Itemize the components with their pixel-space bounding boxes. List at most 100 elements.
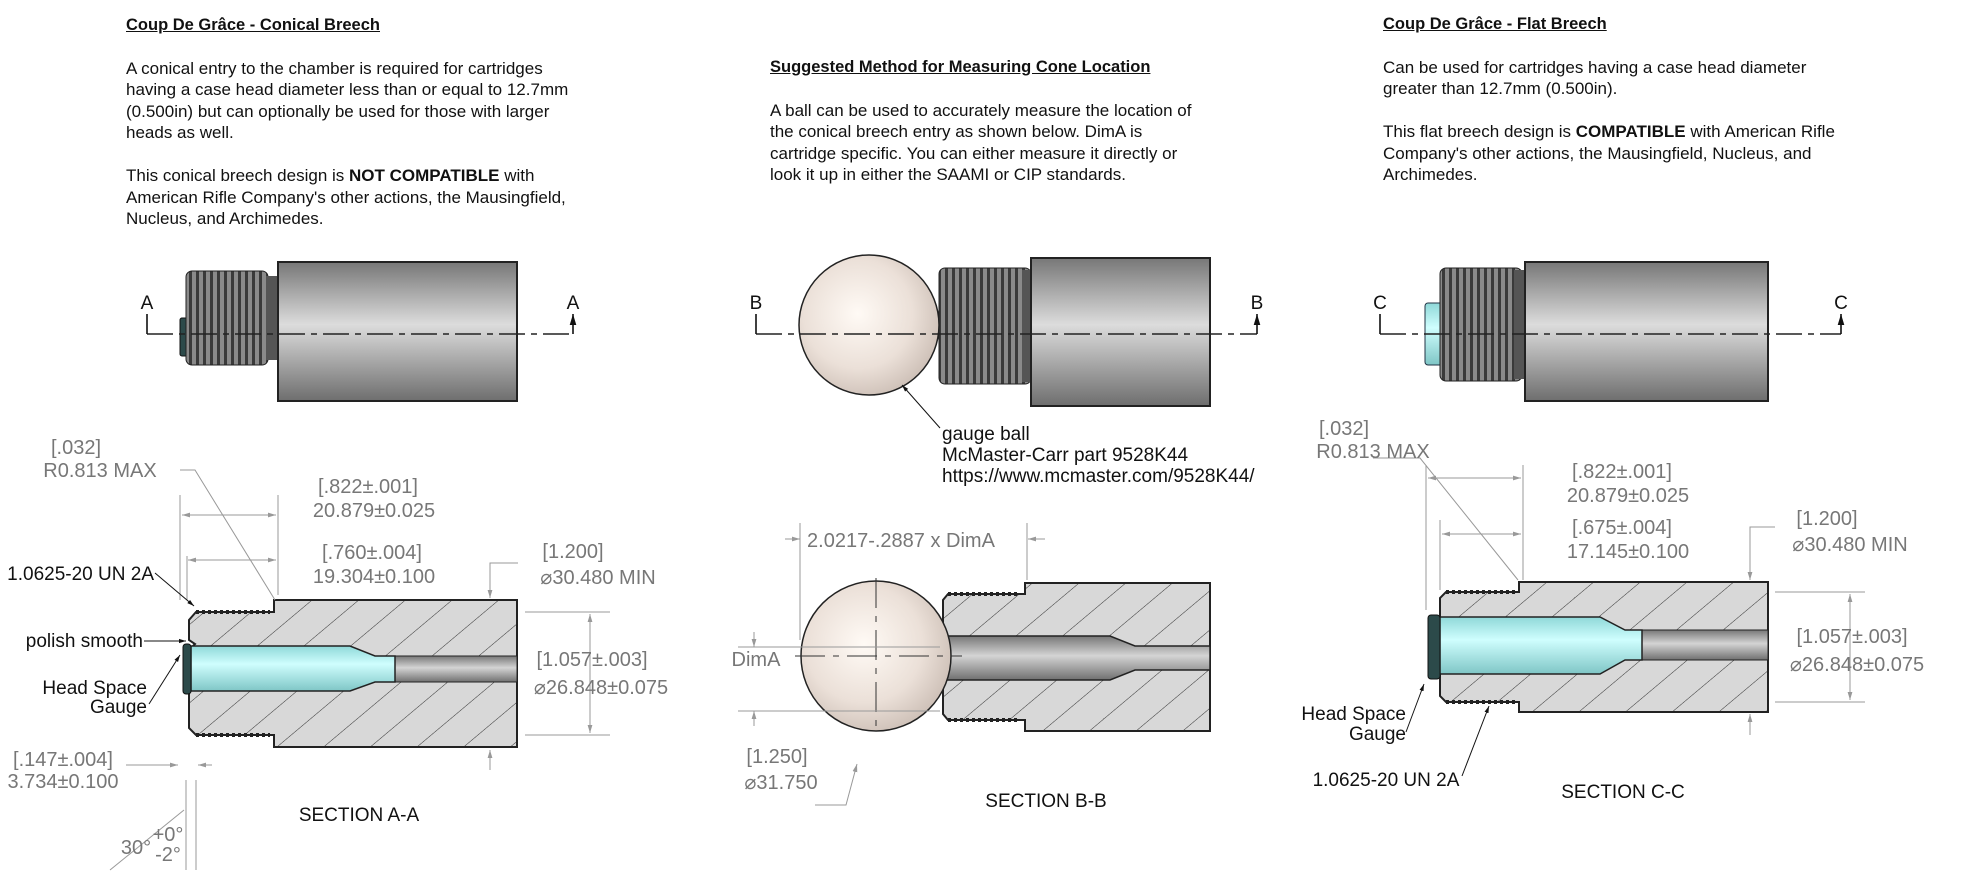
middle-text-block: Suggested Method for Measuring Cone Loca… [770,57,1290,186]
dim-text: [1.057±.003] [1796,626,1907,648]
dim-text: -2° [155,844,181,866]
dim-text: [1.200] [542,541,603,563]
section-letter: A [141,293,154,314]
text: with American Rifle [1685,122,1835,141]
dim-text: [1.250] [746,746,807,768]
bore [1637,629,1769,661]
dim-text: [.147±.004] [13,749,113,771]
left-para2-line: Nucleus, and Archimedes. [126,209,324,228]
chamber-bore [934,635,1211,681]
thread-relief [1514,270,1525,379]
text: with [499,166,535,185]
callout-thread: 1.0625-20 UN 2A [1313,770,1460,791]
dim-text: 19.304±0.100 [313,566,435,588]
section-a-a: [.822±.001] 20.879±0.025 [.760±.004] 19.… [7,437,668,871]
callout-gauge: Head Space [42,678,147,699]
compat-bold: NOT COMPATIBLE [349,166,500,185]
dim-text: 3.734±0.100 [7,771,118,793]
dim-text: ⌀30.480 MIN [540,567,655,589]
left-para1-line: heads as well. [126,123,234,142]
thread-section [185,270,269,366]
top-view-ball: B B gauge ball McMaster-Carr part 9528K4… [750,254,1264,487]
dim-text: ⌀26.848±0.075 [534,677,668,699]
dim-text: R0.813 MAX [1316,441,1429,463]
left-title: Coup De Grâce - Conical Breech [126,16,380,34]
right-text-block: Coup De Grâce - Flat Breech Can be used … [1383,14,1943,186]
left-text-block: Coup De Grâce - Conical Breech A conical… [126,15,646,230]
dim-text: 2.0217-.2887 x DimA [807,530,996,552]
middle-para-line: cartridge specific. You can either measu… [770,143,1178,163]
ball-centerline [795,578,962,734]
section-arrow-icon [1379,314,1841,334]
section-arrow-icon [755,314,1257,334]
middle-title: Suggested Method for Measuring Cone Loca… [770,58,1151,76]
middle-para-line: look it up in either the SAAMI or CIP st… [770,165,1126,184]
dim-text: [.032] [51,437,101,459]
section-letter: B [1251,293,1264,314]
gauge-rim [182,643,192,695]
dim-text: R0.813 MAX [43,460,156,482]
dim-text: ⌀30.480 MIN [1792,534,1907,556]
gauge-rim [1427,614,1441,680]
section-letter: C [1834,293,1848,314]
section-label: SECTION B-B [985,791,1106,812]
callout-gauge: Head Space [1301,704,1406,725]
dim-text: [1.057±.003] [536,649,647,671]
dim-text: 17.145±0.100 [1567,541,1689,563]
dim-line-1200 [487,562,518,598]
dim-text: 30° [121,837,151,859]
thread-section [1439,267,1523,382]
left-para1-line: having a case head diameter less than or… [126,80,569,99]
thread-relief [1022,270,1032,382]
text: This flat breech design is [1383,122,1576,141]
dim-line-1200 [1747,526,1775,580]
dim-text: [1.200] [1796,508,1857,530]
headspace-gauge [1439,616,1643,675]
left-para2-line: This conical breech design is NOT COMPAT… [126,165,646,187]
leader-line [901,384,941,429]
section-letter: A [567,293,580,314]
breech-body [277,261,518,402]
dim-text: ⌀31.750 [744,772,817,794]
thread-teeth [948,592,1020,722]
dim-text: [.822±.001] [1572,461,1672,483]
thread-section [938,267,1032,385]
middle-para-line: the conical breech entry as shown below.… [770,122,1143,141]
section-letter: B [750,293,763,314]
dim-text: DimA [732,649,782,671]
right-para2-line: Archimedes. [1383,165,1478,184]
section-arrow-icon [146,314,573,334]
top-view-flat: C C [1373,261,1848,402]
dim-text: ⌀26.848±0.075 [1790,654,1924,676]
callout-gauge: Gauge [90,697,147,718]
section-letter: C [1373,293,1387,314]
section-label: SECTION C-C [1561,782,1685,803]
left-para1-line: A conical entry to the chamber is requir… [126,58,543,78]
right-para1-line: greater than 12.7mm (0.500in). [1383,79,1618,98]
ball-note-line: gauge ball [942,424,1030,445]
gauge-ball [798,254,940,396]
angle-leader [109,809,185,871]
top-view-conical: A A [141,261,580,402]
breech-body [1030,257,1211,407]
dim-text: 20.879±0.025 [1567,485,1689,507]
right-para2-line: This flat breech design is COMPATIBLE wi… [1383,121,1943,143]
dim-text: [.822±.001] [318,476,418,498]
compat-bold: COMPATIBLE [1575,122,1686,141]
callout-thread: 1.0625-20 UN 2A [7,564,154,585]
thread-relief [266,276,278,360]
dim-text: 20.879±0.025 [313,500,435,522]
dim-text: [.032] [1319,418,1369,440]
thread-teeth [196,610,270,737]
dim-text: +0° [153,824,184,846]
ball-note-line: McMaster-Carr part 9528K44 [942,445,1188,466]
ball-note-url: https://www.mcmaster.com/9528K44/ [942,466,1255,487]
callout-gauge: Gauge [1349,724,1406,745]
section-b-b: 2.0217-.2887 x DimA DimA [1.250] ⌀31.750… [732,523,1211,812]
dim-text: [.675±.004] [1572,517,1672,539]
section-label: SECTION A-A [299,805,420,826]
right-para2-line: Company's other actions, the Mausingfiel… [1383,143,1812,163]
callout-polish: polish smooth [26,631,143,652]
right-para1-line: Can be used for cartridges having a case… [1383,57,1807,77]
